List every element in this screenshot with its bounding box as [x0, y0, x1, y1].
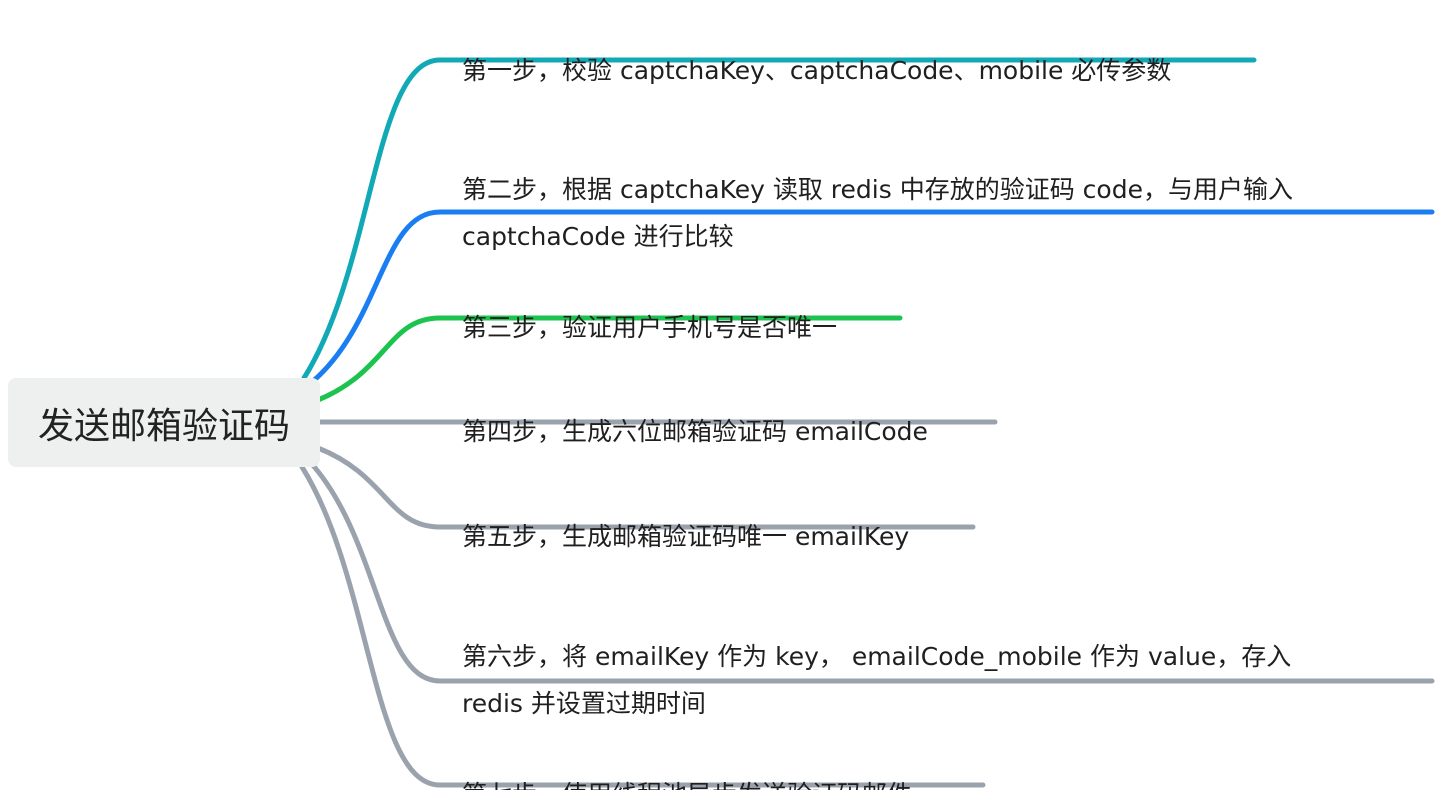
branch-line-step-7: [299, 464, 986, 788]
topic-step-6[interactable]: 第六步，将 emailKey 作为 key， emailCode_mobile …: [462, 586, 1291, 727]
topic-step-6-label: 第六步，将 emailKey 作为 key， emailCode_mobile …: [462, 642, 1292, 718]
topic-step-2-label: 第二步，根据 captchaKey 读取 redis 中存放的验证码 code，…: [462, 175, 1293, 251]
topic-step-2[interactable]: 第二步，根据 captchaKey 读取 redis 中存放的验证码 code，…: [462, 119, 1293, 260]
topic-step-5[interactable]: 第五步，生成邮箱验证码唯一 emailKey: [462, 480, 909, 556]
topic-step-3[interactable]: 第三步，验证用户手机号是否唯一: [462, 271, 837, 347]
branch-line-step-3: [315, 315, 903, 403]
topic-step-4[interactable]: 第四步，生成六位邮箱验证码 emailCode: [462, 375, 928, 451]
topic-step-3-label: 第三步，验证用户手机号是否唯一: [462, 313, 838, 342]
root-topic-label: 发送邮箱验证码: [37, 405, 290, 447]
topic-step-4-label: 第四步，生成六位邮箱验证码 emailCode: [462, 417, 928, 446]
root-topic[interactable]: 发送邮箱验证码: [8, 378, 320, 467]
branch-line-step-5: [315, 445, 976, 530]
branch-line-step-6: [307, 459, 1435, 684]
topic-step-1-label: 第一步，校验 captchaKey、captchaCode、mobile 必传参…: [462, 56, 1172, 85]
topic-step-7[interactable]: 第七步，使用线程池异步发送验证码邮件: [462, 738, 912, 790]
topic-step-5-label: 第五步，生成邮箱验证码唯一 emailKey: [462, 522, 910, 551]
branch-line-step-2: [309, 209, 1435, 385]
topic-step-7-label: 第七步，使用线程池异步发送验证码邮件: [462, 780, 912, 790]
branch-line-step-1: [301, 57, 1257, 381]
topic-step-1[interactable]: 第一步，校验 captchaKey、captchaCode、mobile 必传参…: [462, 14, 1171, 90]
